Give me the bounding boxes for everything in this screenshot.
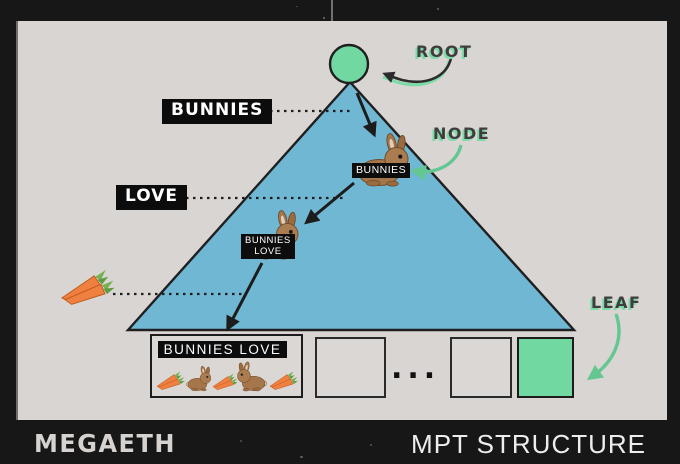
arrow-node1-to-node2	[304, 181, 355, 225]
node2-tag: BUNNIES LOVE	[241, 234, 295, 259]
leaf-box-contents	[155, 358, 298, 394]
node-callout-arrow	[410, 144, 463, 181]
trie-triangle	[125, 80, 577, 332]
leaf-box-empty	[450, 337, 512, 398]
level2-label: LOVE	[116, 185, 187, 210]
arrow-node2-to-leaf	[226, 262, 264, 332]
bunny-icon	[237, 361, 268, 392]
leaf-box-empty	[315, 337, 386, 398]
poster-title: MPT STRUCTURE	[411, 429, 646, 459]
root-annotation: ROOT	[416, 42, 473, 61]
brand-logo: MEGAETH	[34, 429, 176, 459]
leaf-row-ellipsis: ...	[391, 351, 441, 386]
carrot-icon	[268, 368, 298, 394]
film-speck	[296, 6, 298, 7]
node2-tag-line2: LOVE	[254, 246, 282, 258]
film-speck	[370, 444, 372, 446]
leaf-box-highlighted	[517, 337, 574, 398]
level1-label: BUNNIES	[162, 99, 273, 124]
leaf-annotation: LEAF	[591, 293, 642, 312]
film-speck	[437, 8, 439, 10]
node2-tag-line1: BUNNIES	[245, 235, 291, 246]
bunny-icon	[355, 133, 409, 187]
carrot-icon	[56, 270, 116, 306]
root-callout-arrow	[382, 57, 453, 84]
film-scratch	[331, 0, 333, 21]
film-speck	[300, 456, 303, 458]
film-speck	[323, 17, 325, 19]
leaf-box-bunnies-love: BUNNIES LOVE	[150, 334, 303, 398]
film-speck	[240, 440, 242, 442]
film-speck	[545, 447, 547, 449]
leaf-tag: BUNNIES LOVE	[158, 341, 287, 358]
root-node-circle	[328, 43, 370, 85]
bunny-icon	[185, 365, 211, 392]
node-annotation: NODE	[433, 124, 491, 143]
node1-tag: BUNNIES	[352, 163, 411, 178]
leaf-callout-arrow	[586, 313, 621, 381]
carrot-icon	[211, 370, 237, 394]
carrot-icon	[155, 368, 185, 394]
arrow-root-to-node1	[355, 92, 377, 138]
